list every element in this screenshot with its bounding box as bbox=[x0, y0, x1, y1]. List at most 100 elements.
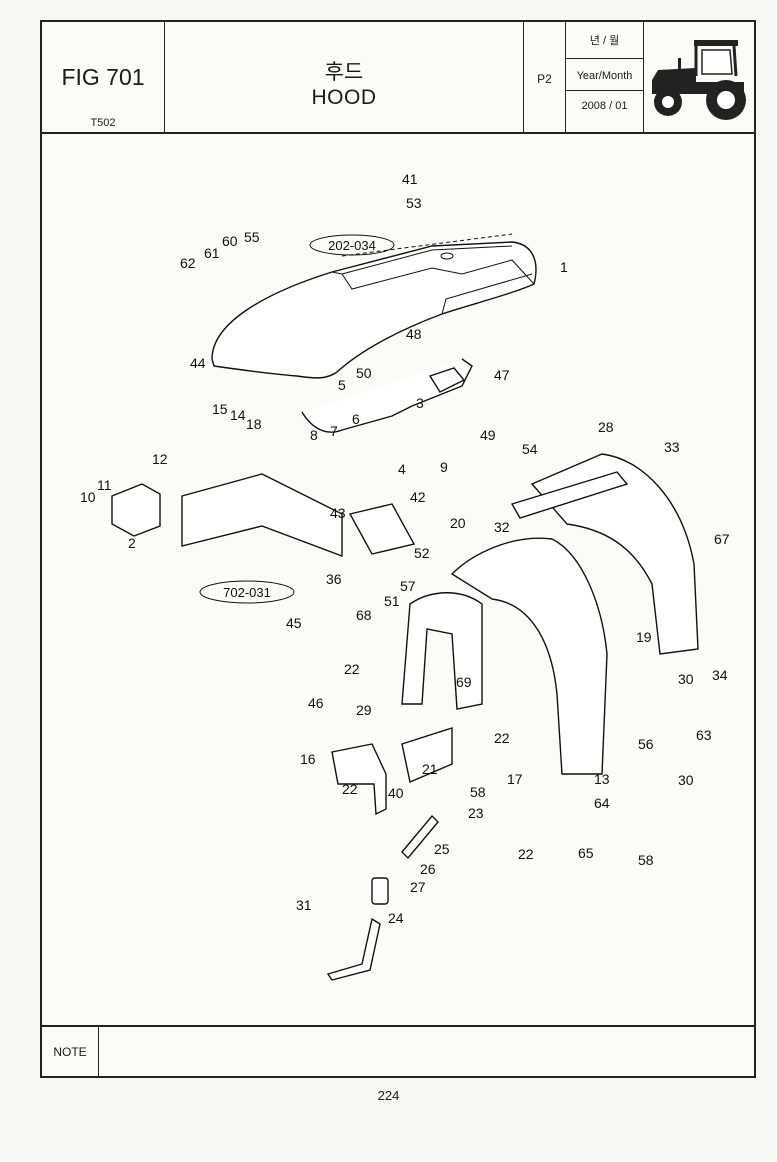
inner-frame bbox=[401, 592, 483, 710]
callout-46: 46 bbox=[308, 695, 324, 711]
callout-25: 25 bbox=[434, 841, 450, 857]
callout-17: 17 bbox=[507, 771, 523, 787]
callout-30-1: 30 bbox=[678, 772, 694, 788]
callout-4: 4 bbox=[398, 461, 406, 477]
callout-6: 6 bbox=[352, 411, 360, 427]
callout-14: 14 bbox=[230, 407, 246, 423]
callout-62: 62 bbox=[180, 255, 196, 271]
callout-16: 16 bbox=[300, 751, 316, 767]
callout-19: 19 bbox=[636, 629, 652, 645]
callout-50: 50 bbox=[356, 365, 372, 381]
callout-41: 41 bbox=[402, 171, 418, 187]
tractor-image-cell bbox=[644, 22, 754, 132]
reference-oval-202-034 bbox=[309, 234, 395, 256]
callout-7: 7 bbox=[330, 423, 338, 439]
callout-28: 28 bbox=[598, 419, 614, 435]
title-english: HOOD bbox=[311, 86, 377, 109]
callout-52: 52 bbox=[414, 545, 430, 561]
top-rail-54 bbox=[510, 471, 629, 519]
date-label-english: Year/Month bbox=[566, 62, 643, 91]
callout-30: 30 bbox=[678, 671, 694, 687]
callout-47: 47 bbox=[494, 367, 510, 383]
callout-11: 11 bbox=[97, 477, 112, 493]
callout-22-1: 22 bbox=[344, 661, 360, 677]
rear-panel-28 bbox=[530, 453, 699, 655]
page-number: 224 bbox=[377, 1088, 400, 1103]
callout-61: 61 bbox=[204, 245, 220, 261]
callout-53: 53 bbox=[406, 195, 422, 211]
callout-64: 64 bbox=[594, 795, 610, 811]
callout-26: 26 bbox=[420, 861, 436, 877]
callout-10: 10 bbox=[80, 489, 96, 505]
callout-12: 12 bbox=[152, 451, 168, 467]
callout-54: 54 bbox=[522, 441, 538, 457]
callout-15: 15 bbox=[212, 401, 228, 417]
callout-58-1: 58 bbox=[638, 852, 654, 868]
callout-18: 18 bbox=[246, 416, 262, 432]
callout-51: 51 bbox=[384, 593, 400, 609]
hood-stay-rod bbox=[301, 358, 473, 433]
callout-22-2: 22 bbox=[494, 730, 510, 746]
callout-22: 22 bbox=[342, 781, 358, 797]
tractor-icon bbox=[652, 40, 746, 120]
callout-1: 1 bbox=[560, 259, 568, 275]
page-code: P2 bbox=[537, 72, 552, 86]
callout-24: 24 bbox=[388, 910, 404, 926]
callout-2: 2 bbox=[128, 535, 136, 551]
bracket-16 bbox=[331, 743, 387, 816]
latch-block bbox=[111, 483, 161, 537]
date-value: 2008 / 01 bbox=[581, 100, 628, 112]
date-cell: 년 / 월 Year/Month 2008 / 01 bbox=[566, 22, 644, 132]
note-row: NOTE bbox=[42, 1025, 754, 1078]
rod-24 bbox=[326, 917, 381, 981]
callout-21: 21 bbox=[422, 761, 438, 777]
callout-8: 8 bbox=[310, 427, 318, 443]
callout-67: 67 bbox=[714, 531, 730, 547]
callout-31: 31 bbox=[296, 897, 312, 913]
figure-cell: FIG 701 T502 bbox=[42, 22, 165, 132]
callout-68: 68 bbox=[356, 607, 372, 623]
hood-panel bbox=[211, 233, 537, 379]
callout-42: 42 bbox=[410, 489, 426, 505]
callout-40: 40 bbox=[388, 785, 404, 801]
callout-5: 5 bbox=[338, 377, 346, 393]
callout-45: 45 bbox=[286, 615, 302, 631]
title-korean: 후드 bbox=[324, 61, 364, 84]
callout-57: 57 bbox=[400, 578, 416, 594]
bracket-47 bbox=[428, 367, 466, 393]
title-cell: 후드 HOOD bbox=[165, 22, 524, 132]
callout-65: 65 bbox=[578, 845, 594, 861]
callout-43: 43 bbox=[330, 505, 346, 521]
callout-60: 60 bbox=[222, 233, 238, 249]
callout-33: 33 bbox=[664, 439, 680, 455]
hinge-plate bbox=[348, 503, 416, 555]
callout-9: 9 bbox=[440, 459, 448, 475]
bracket-21 bbox=[401, 727, 453, 783]
callout-56: 56 bbox=[638, 736, 654, 752]
callout-34: 34 bbox=[712, 667, 728, 683]
callout-63: 63 bbox=[696, 727, 712, 743]
callout-36: 36 bbox=[326, 571, 342, 587]
callout-13: 13 bbox=[594, 771, 610, 787]
callout-27: 27 bbox=[410, 879, 426, 895]
support-frame bbox=[181, 473, 343, 558]
reference-702-031: 702-031 bbox=[223, 585, 271, 600]
figure-number: FIG 701 bbox=[61, 64, 145, 90]
callout-55: 55 bbox=[244, 229, 260, 245]
rod-23 bbox=[401, 814, 439, 860]
date-label-korean: 년 / 월 bbox=[566, 32, 643, 59]
callout-20: 20 bbox=[450, 515, 466, 531]
model-code: T502 bbox=[90, 117, 116, 129]
callout-58: 58 bbox=[470, 784, 486, 800]
callout-29: 29 bbox=[356, 702, 372, 718]
callout-3: 3 bbox=[416, 395, 424, 411]
callout-32: 32 bbox=[494, 519, 510, 535]
callout-49: 49 bbox=[480, 427, 496, 443]
note-label: NOTE bbox=[42, 1027, 99, 1078]
callout-44: 44 bbox=[190, 355, 206, 371]
callout-22-3: 22 bbox=[518, 846, 534, 862]
callout-48: 48 bbox=[406, 326, 422, 342]
parts-sheet: FIG 701 T502 후드 HOOD P2 년 / 월 Year/Month… bbox=[40, 20, 756, 1078]
sheet-header: FIG 701 T502 후드 HOOD P2 년 / 월 Year/Month… bbox=[42, 22, 754, 134]
